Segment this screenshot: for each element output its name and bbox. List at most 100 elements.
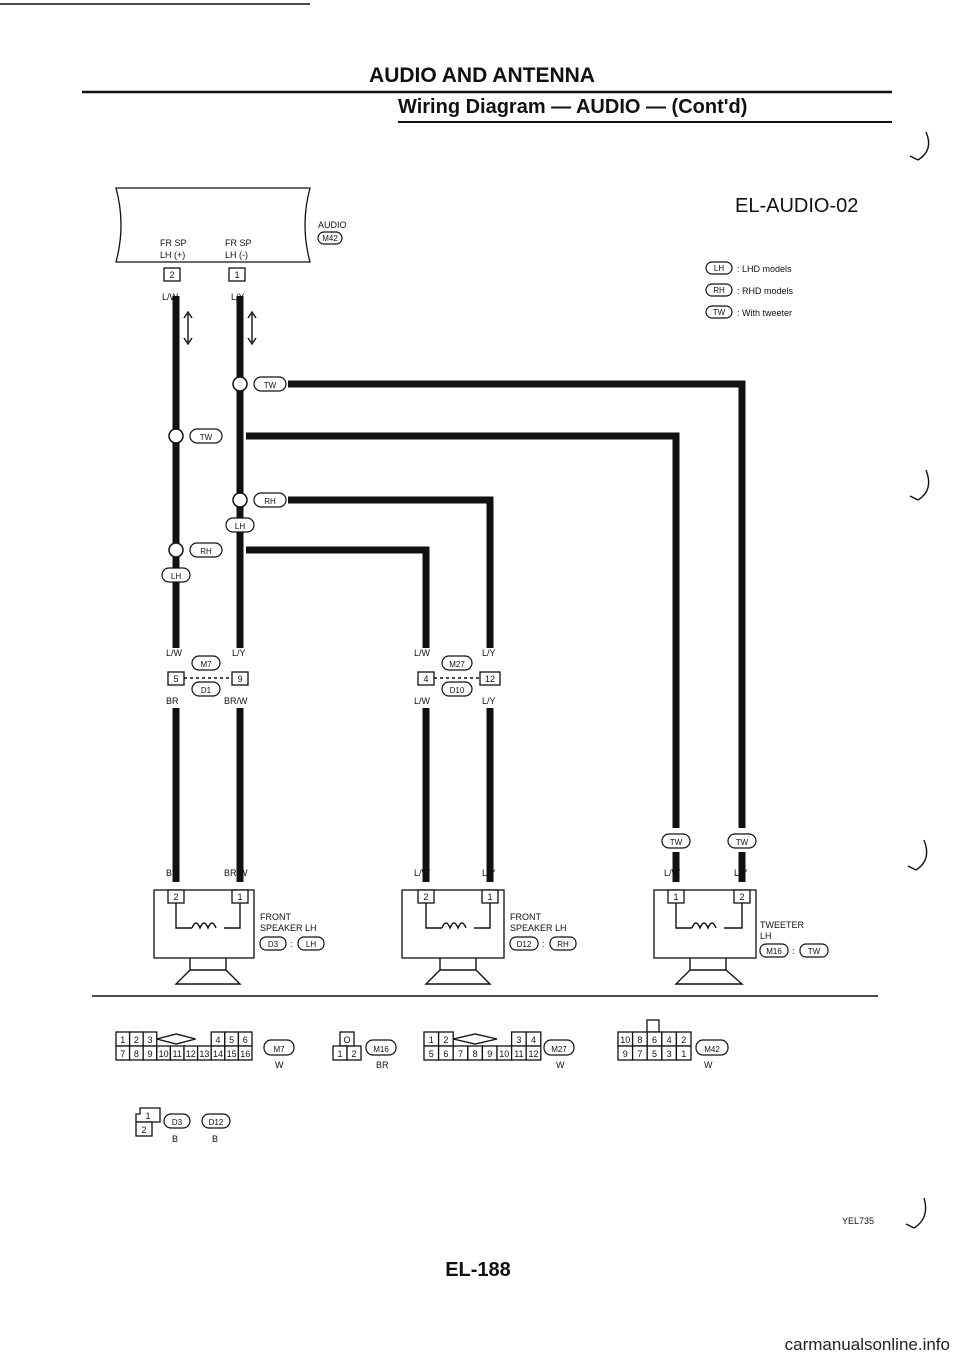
pin-label: 2 [681,1035,686,1045]
svg-text:RH: RH [264,497,276,506]
connector-d10-badge [441,681,473,697]
option-tw-badge [661,833,691,849]
svg-text:LH (-): LH (-) [225,250,248,260]
splice-point [168,542,184,558]
svg-text:L/Y: L/Y [232,648,246,658]
connector-m27-badge [441,655,473,671]
svg-text:L/W: L/W [414,648,431,658]
pin-cell [675,1045,692,1061]
pin-12 [479,671,501,686]
pin-label: 5 [429,1049,434,1059]
audio-pin-1 [228,267,246,282]
margin-mark [909,469,930,501]
page-title: AUDIO AND ANTENNA [369,64,595,87]
pin-label: 9 [147,1049,152,1059]
pin-label: 11 [514,1049,523,1059]
svg-text:BR/W: BR/W [224,696,248,706]
pin-label: 3 [516,1035,521,1045]
svg-text:M16: M16 [766,947,782,956]
svg-text:B: B [212,1134,218,1144]
splice-point [168,428,184,444]
svg-text:1: 1 [234,270,239,280]
pin-label: 8 [473,1049,478,1059]
svg-text:LH (+): LH (+) [160,250,185,260]
coil-symbol [691,922,717,930]
wires [172,296,746,882]
svg-text:RH: RH [713,286,725,295]
audio-unit: AUDIO M42 FR SP LH (+) FR SP LH (-) 2 1 … [115,187,347,346]
svg-text:1: 1 [487,892,492,902]
svg-text:4: 4 [423,674,428,684]
svg-text:M7: M7 [273,1045,285,1054]
pin-label: 1 [429,1035,434,1045]
svg-text:B: B [172,1134,178,1144]
svg-text:L/W: L/W [664,868,681,878]
svg-text:2: 2 [739,892,744,902]
tweeter-options: TW TW [661,833,757,849]
wire-rh-ly-branch [288,496,494,648]
tweeter-lh-m16: L/W L/Y 1 2 TWEETER LH M16 : TW [653,868,829,985]
pin-label: 2 [134,1035,139,1045]
pin-label: 1 [337,1049,342,1059]
svg-text:TWEETER: TWEETER [760,920,804,930]
svg-text:M7: M7 [200,660,212,669]
pin-label: 6 [443,1049,448,1059]
pin-label: 3 [147,1035,152,1045]
diagram-code: EL-AUDIO-02 [735,195,858,217]
legend-rh-badge [705,283,733,297]
svg-text:BR/W: BR/W [224,868,248,878]
svg-text:W: W [704,1060,713,1070]
margin-mark [907,839,928,871]
pin-label: 13 [199,1049,209,1059]
svg-text:BR: BR [376,1060,389,1070]
pin-9 [231,671,249,686]
svg-text:M42: M42 [322,234,338,243]
svg-text:RH: RH [200,547,212,556]
svg-text:RH: RH [557,940,569,949]
pin-label: 4 [531,1035,536,1045]
svg-text:9: 9 [237,674,242,684]
wire-tw-ly-branch [288,380,746,828]
pin-label: 10 [159,1049,169,1059]
pin-label: 11 [173,1049,182,1059]
svg-text:M27: M27 [449,660,465,669]
svg-text:D12: D12 [209,1118,224,1127]
pin-label: 6 [243,1035,248,1045]
pin-label: 1 [681,1049,686,1059]
svg-text:2: 2 [169,270,174,280]
svg-text:1: 1 [673,892,678,902]
svg-text:L/W: L/W [414,868,431,878]
legend: LH : LHD models RH : RHD models TW : Wit… [705,261,794,319]
junction-m27-d10: L/W L/Y M27 4 12 D10 L/W L/Y [414,648,501,706]
svg-text:TW: TW [736,838,749,847]
svg-text:12: 12 [485,674,495,684]
pin-label: 8 [637,1035,642,1045]
svg-text:L/Y: L/Y [482,868,496,878]
wire-tw-lw-branch [246,432,680,828]
pin-label: 14 [213,1049,223,1059]
signal-arrow [247,310,257,346]
svg-text:D1: D1 [201,686,212,695]
speaker-cone [174,958,242,985]
svg-text:1: 1 [145,1111,150,1121]
pin-label: 1 [120,1035,125,1045]
image-code: YEL735 [842,1216,874,1226]
option-lh-badge [161,567,191,583]
svg-text:LH: LH [306,940,316,949]
pin-label: 7 [458,1049,463,1059]
connector-m16-badge [759,943,789,958]
option-rh-badge [189,542,223,558]
pin-label: 2 [443,1035,448,1045]
svg-text:BR: BR [166,696,179,706]
option-rh-badge [549,936,577,951]
coil-symbol [191,922,217,930]
svg-text:W: W [556,1060,565,1070]
page-subtitle: Wiring Diagram — AUDIO — (Cont'd) [398,96,747,118]
connector-lock [453,1033,498,1045]
connector-lock [156,1033,196,1045]
pin-label: 7 [637,1049,642,1059]
svg-text:L/Y: L/Y [482,648,496,658]
